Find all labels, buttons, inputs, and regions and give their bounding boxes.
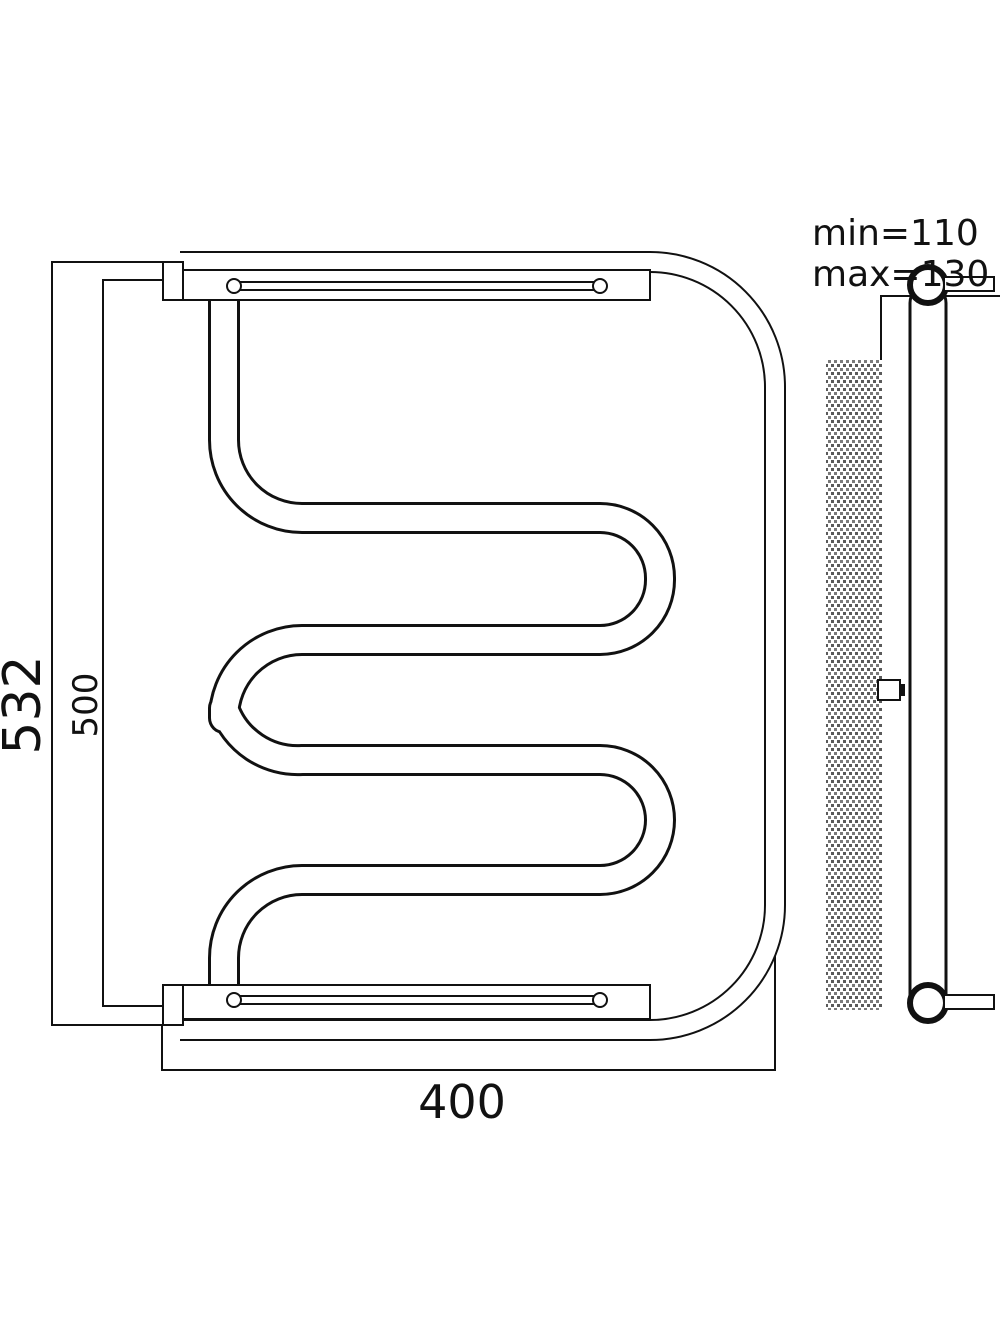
side-top-stub bbox=[943, 276, 995, 292]
side-bottom-pipe-end bbox=[907, 982, 949, 1024]
dimension-500-label: 500 bbox=[66, 673, 106, 738]
min-distance-label: min=110 bbox=[812, 213, 979, 254]
towel-rail-front-view bbox=[162, 251, 786, 1041]
wall-hatch bbox=[826, 360, 882, 1010]
top-rod bbox=[231, 281, 601, 291]
dimension-400-label: 400 bbox=[418, 1075, 506, 1129]
side-view bbox=[826, 264, 995, 1024]
dimension-400-line bbox=[161, 890, 776, 1071]
dimension-500-line bbox=[102, 279, 165, 1007]
top-rod-left-cap bbox=[226, 278, 242, 294]
dimension-532-line bbox=[51, 261, 165, 1026]
bottom-rod-right-cap bbox=[592, 992, 608, 1008]
bottom-rod bbox=[231, 995, 601, 1005]
side-bottom-stub bbox=[943, 994, 995, 1010]
dimension-532-label: 532 bbox=[0, 655, 53, 754]
bottom-connector bbox=[162, 984, 184, 1026]
top-connector bbox=[162, 261, 184, 301]
top-rod-right-cap bbox=[592, 278, 608, 294]
side-riser-pipe bbox=[908, 283, 948, 1017]
bottom-rod-left-cap bbox=[226, 992, 242, 1008]
max-distance-label: max=130 bbox=[812, 254, 989, 295]
wall-bracket bbox=[877, 679, 901, 701]
